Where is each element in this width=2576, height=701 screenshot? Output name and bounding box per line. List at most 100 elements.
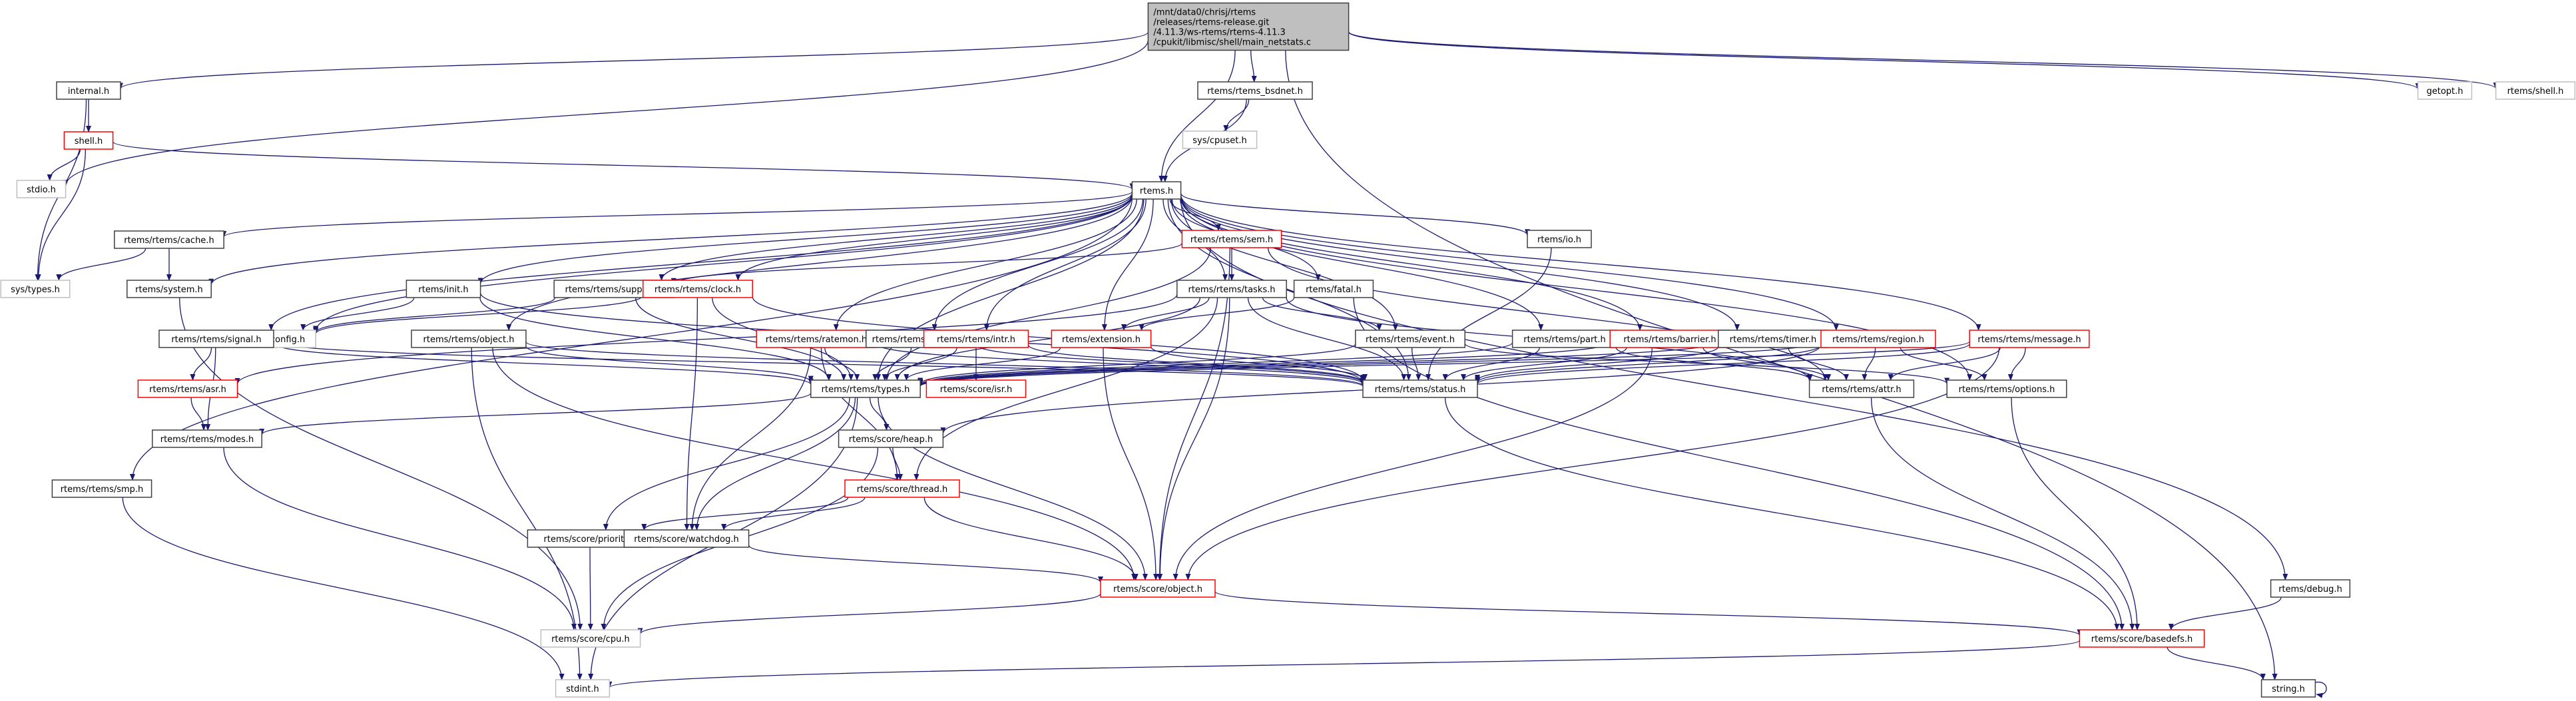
node-box [1293, 280, 1374, 298]
edge-rtems-to-extension [1101, 198, 1154, 331]
node-box [114, 230, 224, 249]
edge-line [1139, 297, 1295, 331]
edge-line [122, 497, 565, 680]
node-string[interactable]: string.h [2260, 679, 2316, 698]
node-label: sys/types.h [11, 285, 60, 295]
node-box [2270, 579, 2351, 598]
edge-line [872, 347, 912, 381]
node-label: rtems/rtems/options.h [1959, 385, 2055, 395]
node-sem[interactable]: rtems/rtems/sem.h [1181, 230, 1282, 248]
edge-line [221, 191, 1133, 238]
edge-io-to-status [1425, 247, 1552, 381]
node-region[interactable]: rtems/rtems/region.h [1820, 330, 1936, 348]
edge-line [607, 640, 2081, 688]
edge-shell-to-rtems [112, 141, 1135, 190]
node-clock[interactable]: rtems/rtems/clock.h [643, 280, 753, 298]
node-box [1362, 379, 1478, 398]
node-box [1131, 181, 1182, 200]
node-label: rtems/rtems/region.h [1832, 335, 1924, 345]
node-box [1527, 230, 1592, 248]
node-root[interactable]: /mnt/data0/chrisj/rtems/releases/rtems-r… [1147, 2, 1350, 51]
edge-ratemon-to-status [876, 343, 1366, 385]
node-label: rtems/score/heap.h [849, 435, 933, 445]
edge-sem-to-support [671, 242, 1183, 285]
node-box [56, 81, 121, 100]
node-extension[interactable]: rtems/extension.h [1051, 330, 1152, 348]
node-box [555, 679, 611, 698]
edge-line [1247, 297, 1407, 381]
edge-line [1900, 347, 1987, 381]
node-options[interactable]: rtems/rtems/options.h [1946, 379, 2067, 398]
node-intr[interactable]: rtems/rtems/intr.h [923, 330, 1029, 348]
node-debug[interactable]: rtems/debug.h [2270, 579, 2351, 598]
edge-line [917, 341, 1719, 387]
node-box [1946, 379, 2067, 398]
node-getopt: getopt.h [2417, 81, 2473, 100]
node-smp[interactable]: rtems/rtems/smp.h [51, 479, 152, 498]
edge-line [1348, 31, 2499, 90]
node-barrier[interactable]: rtems/rtems/barrier.h [1609, 330, 1730, 348]
node-io[interactable]: rtems/io.h [1527, 230, 1592, 248]
node-attr[interactable]: rtems/rtems/attr.h [1808, 379, 1915, 398]
node-label: rtems/shell.h [2507, 87, 2564, 97]
node-box [623, 529, 750, 548]
edge-line [884, 247, 1211, 381]
node-event[interactable]: rtems/rtems/event.h [1355, 330, 1465, 348]
node-part[interactable]: rtems/rtems/part.h [1511, 330, 1618, 348]
edge-shell-to-systypes [35, 148, 86, 281]
node-label: rtems/score/cpu.h [551, 634, 630, 644]
edge-line [931, 198, 1144, 331]
edge-types-to-priority [603, 397, 850, 531]
node-tasks[interactable]: rtems/rtems/tasks.h [1176, 280, 1287, 298]
node-box [152, 429, 262, 448]
edge-line [313, 194, 1133, 333]
node-basedefs[interactable]: rtems/score/basedefs.h [2079, 629, 2205, 648]
node-object[interactable]: rtems/rtems/object.h [411, 330, 527, 348]
edge-line [35, 148, 86, 281]
node-status[interactable]: rtems/rtems/status.h [1362, 379, 1478, 398]
node-system[interactable]: rtems/system.h [127, 280, 212, 298]
edge-init-to-config [300, 297, 415, 331]
edge-smp-to-stdint [122, 497, 565, 680]
node-box [756, 330, 877, 348]
node-rtems[interactable]: rtems.h [1131, 181, 1182, 200]
edge-line [1150, 346, 1368, 381]
node-sobject[interactable]: rtems/score/object.h [1100, 579, 1216, 598]
node-label: rtems/rtems/object.h [423, 335, 515, 345]
node-cache[interactable]: rtems/rtems/cache.h [114, 230, 224, 249]
edge-ratemon-to-thread [820, 347, 900, 481]
node-init[interactable]: rtems/init.h [405, 280, 481, 298]
node-heap[interactable]: rtems/score/heap.h [838, 429, 944, 448]
node-ratemon[interactable]: rtems/rtems/ratemon.h [756, 330, 877, 348]
node-label: /4.11.3/ws-rtems/rtems-4.11.3 [1153, 28, 1285, 38]
edge-line [1888, 347, 2001, 381]
edge-line [223, 447, 577, 630]
node-watchdog[interactable]: rtems/score/watchdog.h [623, 529, 750, 548]
node-bsdnet[interactable]: rtems/rtems_bsdnet.h [1197, 81, 1313, 100]
edge-rtems-to-dpmem [931, 198, 1144, 331]
node-types[interactable]: rtems/rtems/types.h [810, 379, 921, 398]
node-asr[interactable]: rtems/rtems/asr.h [137, 379, 238, 398]
edge-ratemon-to-watchdog [689, 347, 812, 531]
node-label: rtems/rtems/signal.h [171, 335, 261, 345]
node-message[interactable]: rtems/rtems/message.h [1969, 330, 2090, 348]
node-box [2495, 81, 2576, 100]
node-signal[interactable]: rtems/rtems/signal.h [158, 330, 274, 348]
node-box [1051, 330, 1152, 348]
edge-line [190, 347, 212, 381]
edge-sobject-to-basedefs [1214, 590, 2083, 636]
node-thread[interactable]: rtems/score/thread.h [844, 479, 960, 498]
edge-debug-to-basedefs [2168, 596, 2282, 630]
edge-rtems-to-io [1180, 193, 1530, 236]
node-modes[interactable]: rtems/rtems/modes.h [152, 429, 262, 448]
node-timer[interactable]: rtems/rtems/timer.h [1718, 330, 1828, 348]
node-box [1609, 330, 1730, 348]
node-box [16, 180, 67, 198]
node-internal[interactable]: internal.h [56, 81, 121, 100]
edge-rtems-to-signal [268, 194, 1133, 331]
node-shell[interactable]: shell.h [63, 131, 114, 150]
node-fatal[interactable]: rtems/fatal.h [1293, 280, 1374, 298]
edge-part-to-types [917, 342, 1513, 386]
edge-basedefs-to-string [2167, 646, 2266, 680]
node-isr[interactable]: rtems/score/isr.h [925, 379, 1027, 398]
